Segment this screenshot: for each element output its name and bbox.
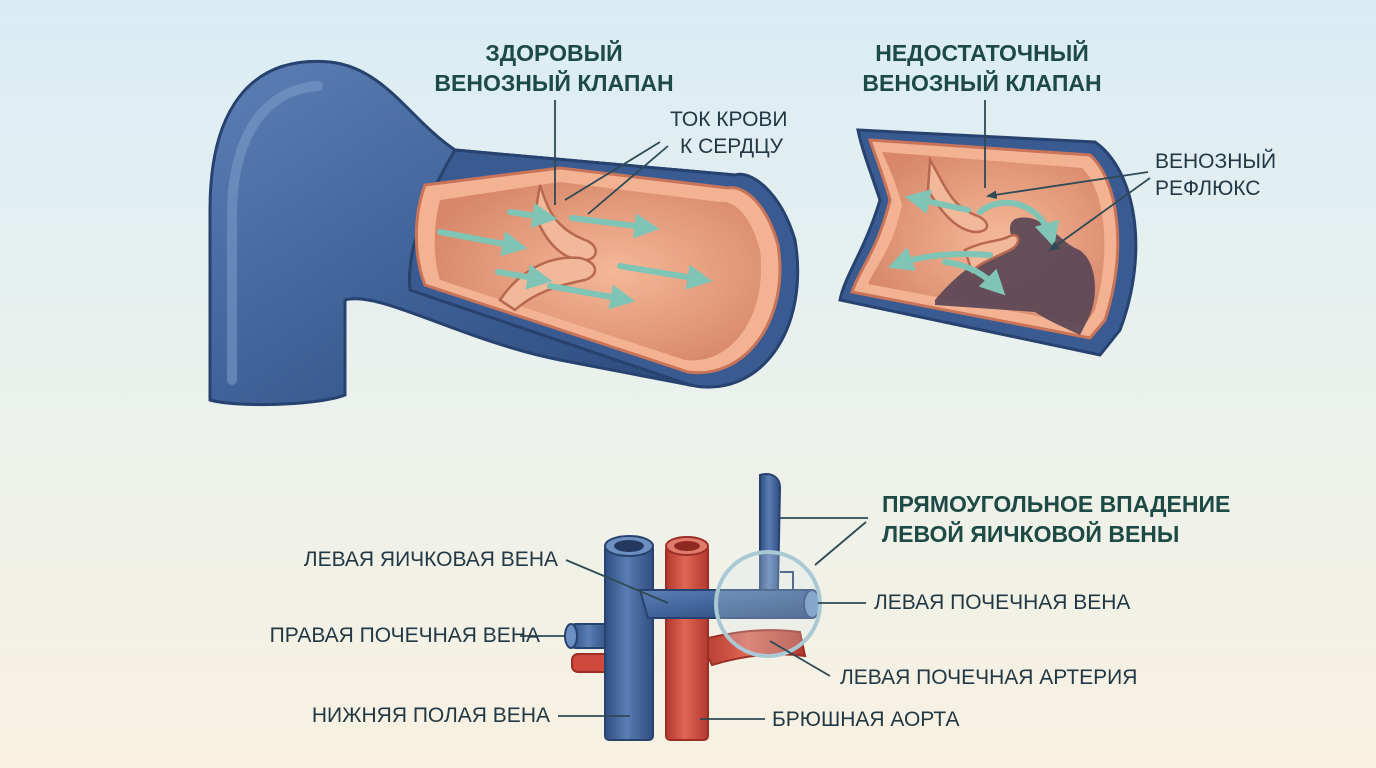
abdominal-aorta-label: БРЮШНАЯ АОРТА [772,706,960,733]
blood-flow-label-line2: К СЕРДЦУ [670,133,788,160]
left-renal-artery-label: ЛЕВАЯ ПОЧЕЧНАЯ АРТЕРИЯ [840,664,1137,691]
renal-vessels-diagram [565,474,820,740]
right-angle-entry-heading: ПРЯМОУГОЛЬНОЕ ВПАДЕНИЕ ЛЕВОЙ ЯИЧКОВОЙ ВЕ… [882,489,1230,549]
inferior-vena-cava-label: НИЖНЯЯ ПОЛАЯ ВЕНА [312,702,550,729]
right-renal-vein-label: ПРАВАЯ ПОЧЕЧНАЯ ВЕНА [270,622,540,649]
venous-reflux-label-line1: ВЕНОЗНЫЙ [1155,148,1276,175]
left-renal-vein-label: ЛЕВАЯ ПОЧЕЧНАЯ ВЕНА [874,589,1130,616]
right-angle-entry-heading-line2: ЛЕВОЙ ЯИЧКОВОЙ ВЕНЫ [882,519,1230,549]
insufficient-valve-heading: НЕДОСТАТОЧНЫЙ ВЕНОЗНЫЙ КЛАПАН [842,38,1122,98]
healthy-valve-heading: ЗДОРОВЫЙ ВЕНОЗНЫЙ КЛАПАН [414,38,694,98]
left-testicular-vein-label: ЛЕВАЯ ЯИЧКОВАЯ ВЕНА [304,546,558,573]
insufficient-valve-heading-line1: НЕДОСТАТОЧНЫЙ [842,38,1122,68]
healthy-valve-heading-line1: ЗДОРОВЫЙ [414,38,694,68]
venous-reflux-label-line2: РЕФЛЮКС [1155,175,1276,202]
insufficient-valve-heading-line2: ВЕНОЗНЫЙ КЛАПАН [842,68,1122,98]
blood-flow-label-line1: ТОК КРОВИ [670,106,788,133]
venous-reflux-label: ВЕНОЗНЫЙ РЕФЛЮКС [1155,148,1276,202]
insufficient-vein-illustration [840,130,1136,355]
blood-flow-label: ТОК КРОВИ К СЕРДЦУ [670,106,788,160]
right-angle-entry-heading-line1: ПРЯМОУГОЛЬНОЕ ВПАДЕНИЕ [882,489,1230,519]
healthy-valve-heading-line2: ВЕНОЗНЫЙ КЛАПАН [414,68,694,98]
